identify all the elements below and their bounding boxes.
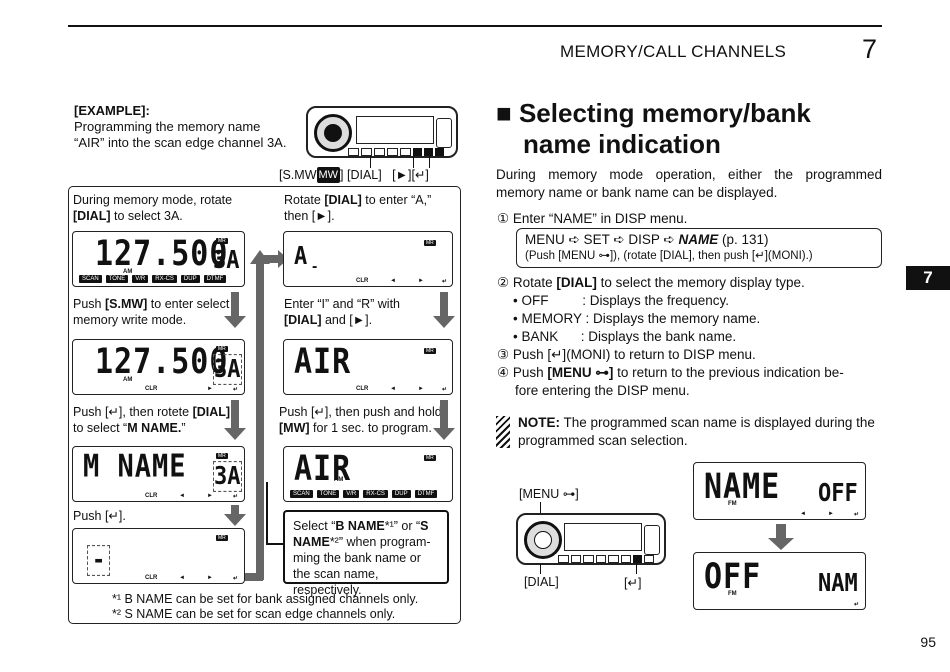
step-r1-text: Rotate [DIAL] to enter “A,” then [►]. — [284, 193, 432, 223]
lcd-disp-off-nam: OFF NAM FM ↵ — [693, 552, 866, 610]
instructions-list: ② Rotate [DIAL] to select the memory dis… — [497, 275, 844, 398]
note-text: NOTE: The programmed scan name is displa… — [518, 415, 875, 448]
dial-label: [DIAL] — [524, 575, 559, 589]
step-3-text: Push [↵], then rotete [DIAL] to select “… — [73, 405, 231, 435]
note-hatch-icon — [496, 416, 510, 448]
step-r2-text: Enter “I” and “R” with [DIAL] and [►]. — [284, 297, 401, 327]
menu-key-label: [MENU ⊶] — [519, 487, 579, 501]
radio-illustration-bottom — [516, 513, 666, 565]
lcd-step-r1: A - MR CLR ◄ ► ↵ — [283, 231, 453, 287]
page-number: 95 — [920, 634, 936, 650]
radio-screen — [564, 523, 642, 551]
lcd-step-3: M NAME MR 3A CLR ◄ ► ↵ — [72, 446, 245, 502]
chapter-number: 7 — [862, 34, 878, 64]
example-body: Programming the memory name “AIR” into t… — [74, 119, 287, 150]
example-heading: [EXAMPLE]: — [74, 103, 150, 118]
section-title: ■ Selecting memory/bank name indication — [496, 98, 811, 159]
dial-knob — [524, 521, 562, 559]
instruction-1: ① Enter “NAME” in DISP menu. — [497, 211, 688, 226]
enter-key-label: [↵] — [624, 576, 642, 590]
lcd-disp-name-off: NAME OFF FM ◄ ► ↵ — [693, 462, 866, 520]
step-1-text: During memory mode, rotate [DIAL] to sel… — [73, 193, 233, 223]
menu-path-box: MENU ➪ SET ➪ DISP ➪ NAME (p. 131) (Push … — [516, 228, 882, 268]
lcd-step-2: 127.500 AM MR 3A CLR ► ↵ — [72, 339, 245, 395]
step-r3-text: Push [↵], then push and hold [MW] for 1 … — [279, 405, 442, 435]
dial-knob — [314, 114, 352, 152]
header-rule — [68, 25, 882, 27]
footnotes: *¹ B NAME can be set for bank assigned c… — [112, 592, 419, 621]
step-2-text: Push [S.MW] to enter select memory write… — [73, 297, 230, 327]
intro-paragraph: During memory mode operation, either the… — [496, 167, 882, 200]
lcd-step-r2: AIR MR CLR ◄ ► ↵ — [283, 339, 453, 395]
radio-illustration-top — [306, 106, 458, 158]
radio-screen — [356, 116, 434, 144]
lcd-step-4: - MR CLR ◄ ► ↵ — [72, 528, 245, 584]
procedure-box — [68, 186, 461, 624]
chapter-tab: 7 — [906, 266, 950, 290]
header-title: MEMORY/CALL CHANNELS — [560, 42, 787, 61]
name-select-callout: Select “B NAME*¹” or “S NAME*²” when pro… — [283, 510, 449, 597]
step-4-text: Push [↵]. — [73, 509, 126, 523]
